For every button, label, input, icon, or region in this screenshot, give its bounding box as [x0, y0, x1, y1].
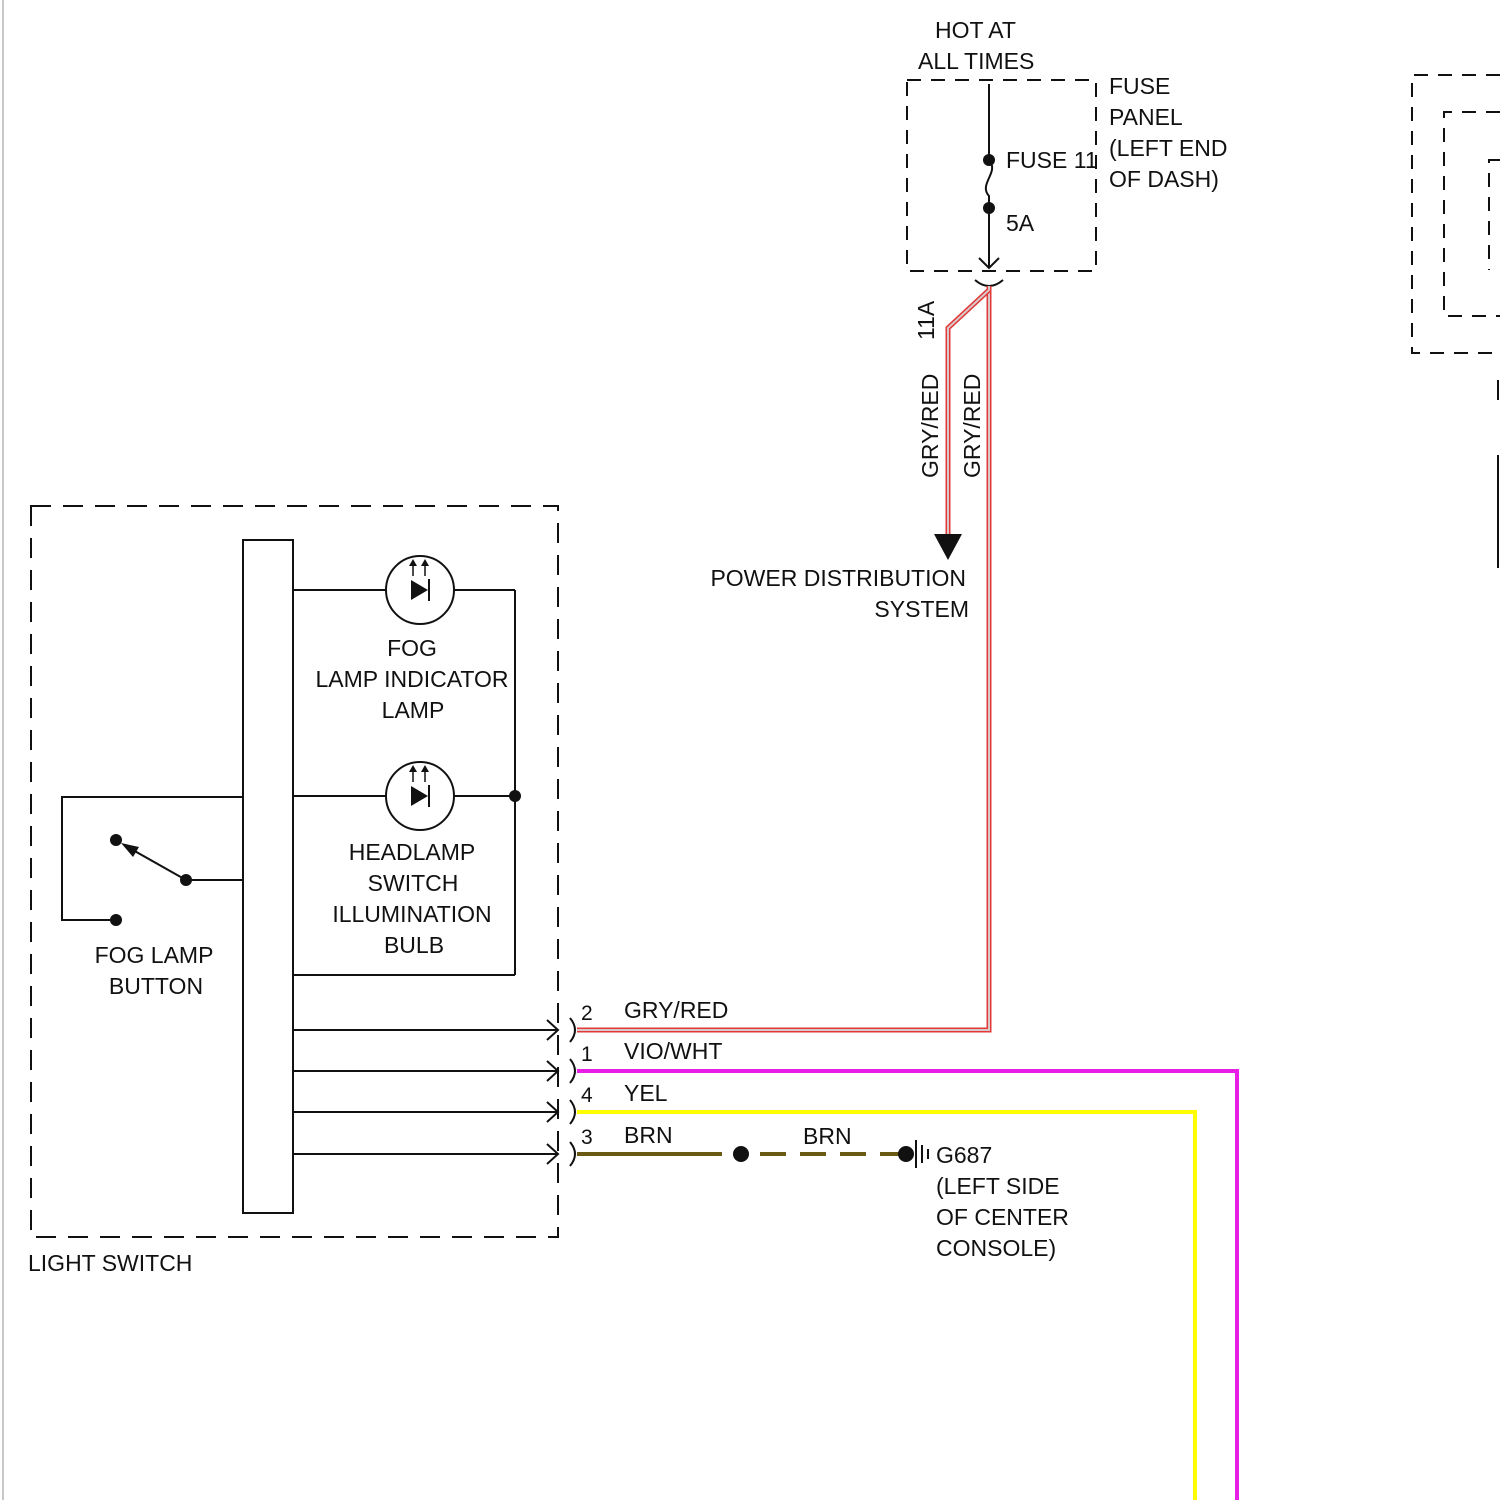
light-switch-connector — [570, 1018, 575, 1166]
power-distribution-label-1: POWER DISTRIBUTION — [710, 565, 966, 591]
vio-wht-wire — [577, 1071, 1237, 1500]
brn-wire-label-ground: BRN — [803, 1123, 852, 1149]
gry-red-label-left: GRY/RED — [917, 374, 943, 478]
hot-at-all-times-label-1: HOT AT — [935, 17, 1016, 43]
light-switch-boundary — [31, 506, 558, 1237]
fuse-panel-boundary — [907, 80, 1096, 271]
adjacent-component-partial — [1412, 75, 1500, 568]
fuse-panel-title-1: FUSE — [1109, 73, 1170, 99]
fog-button-wire — [62, 797, 243, 920]
fuse-panel-connector-male — [975, 280, 1003, 286]
fog-indicator-label-1: FOG — [387, 635, 437, 661]
ground-location-label-2: OF CENTER — [936, 1204, 1069, 1230]
lamp-junction-dot — [509, 790, 521, 802]
pin-wire-label: YEL — [624, 1080, 668, 1106]
ground-location-label-3: CONSOLE) — [936, 1235, 1056, 1261]
fog-indicator-led-icon — [386, 556, 454, 624]
illumination-label-4: BULB — [384, 932, 444, 958]
illumination-label-3: ILLUMINATION — [332, 901, 491, 927]
hot-at-all-times-label-2: ALL TIMES — [918, 48, 1034, 74]
brn-splice — [733, 1146, 749, 1162]
switch-bus-bar — [243, 540, 293, 1213]
fog-button-switch-icon — [110, 834, 192, 926]
pin-number: 2 — [581, 1002, 593, 1025]
fuse-name-label: FUSE 11 — [1006, 147, 1098, 173]
fuse-panel-title-2: PANEL — [1109, 104, 1183, 130]
light-switch: LIGHT SWITCH FOG LAMP INDICATOR LAMP — [28, 506, 558, 1276]
illumination-label-1: HEADLAMP — [349, 839, 476, 865]
fuse-panel-title-4: OF DASH) — [1109, 166, 1219, 192]
fog-button-label-2: BUTTON — [109, 973, 203, 999]
fuse-rating-label: 5A — [1006, 210, 1035, 236]
fuse-panel: HOT AT ALL TIMES FUSE PANEL (LEFT END OF… — [907, 17, 1227, 286]
pin-wire-label: VIO/WHT — [624, 1038, 722, 1064]
circuit-11a-label: 11A — [913, 300, 939, 340]
pin-wire-label: GRY/RED — [624, 997, 728, 1023]
ground-name-label: G687 — [936, 1142, 992, 1168]
fuse-element-icon — [986, 160, 992, 208]
fog-indicator-label-3: LAMP — [382, 697, 445, 723]
light-switch-label: LIGHT SWITCH — [28, 1250, 192, 1276]
gry-red-label-right: GRY/RED — [959, 374, 985, 478]
pin-number: 1 — [581, 1043, 593, 1066]
illumination-led-icon — [386, 762, 454, 830]
illumination-label-2: SWITCH — [368, 870, 459, 896]
yel-wire — [577, 1112, 1195, 1500]
pds-arrow-icon — [934, 534, 962, 560]
ground-icon — [916, 1140, 928, 1168]
pin-number: 3 — [581, 1126, 593, 1149]
ground-location-label-1: (LEFT SIDE — [936, 1173, 1060, 1199]
fog-button-label-1: FOG LAMP — [95, 942, 214, 968]
fog-indicator-label-2: LAMP INDICATOR — [316, 666, 509, 692]
gry-red-feed: 11A GRY/RED GRY/RED POWER DISTRIBUTION S… — [577, 286, 989, 1030]
power-distribution-label-2: SYSTEM — [874, 596, 969, 622]
pin-number: 4 — [581, 1084, 593, 1107]
ground-eyelet — [898, 1146, 914, 1162]
connector-pin-lines — [293, 1020, 558, 1164]
pin-wire-label: BRN — [624, 1122, 673, 1148]
fuse-panel-title-3: (LEFT END — [1109, 135, 1227, 161]
